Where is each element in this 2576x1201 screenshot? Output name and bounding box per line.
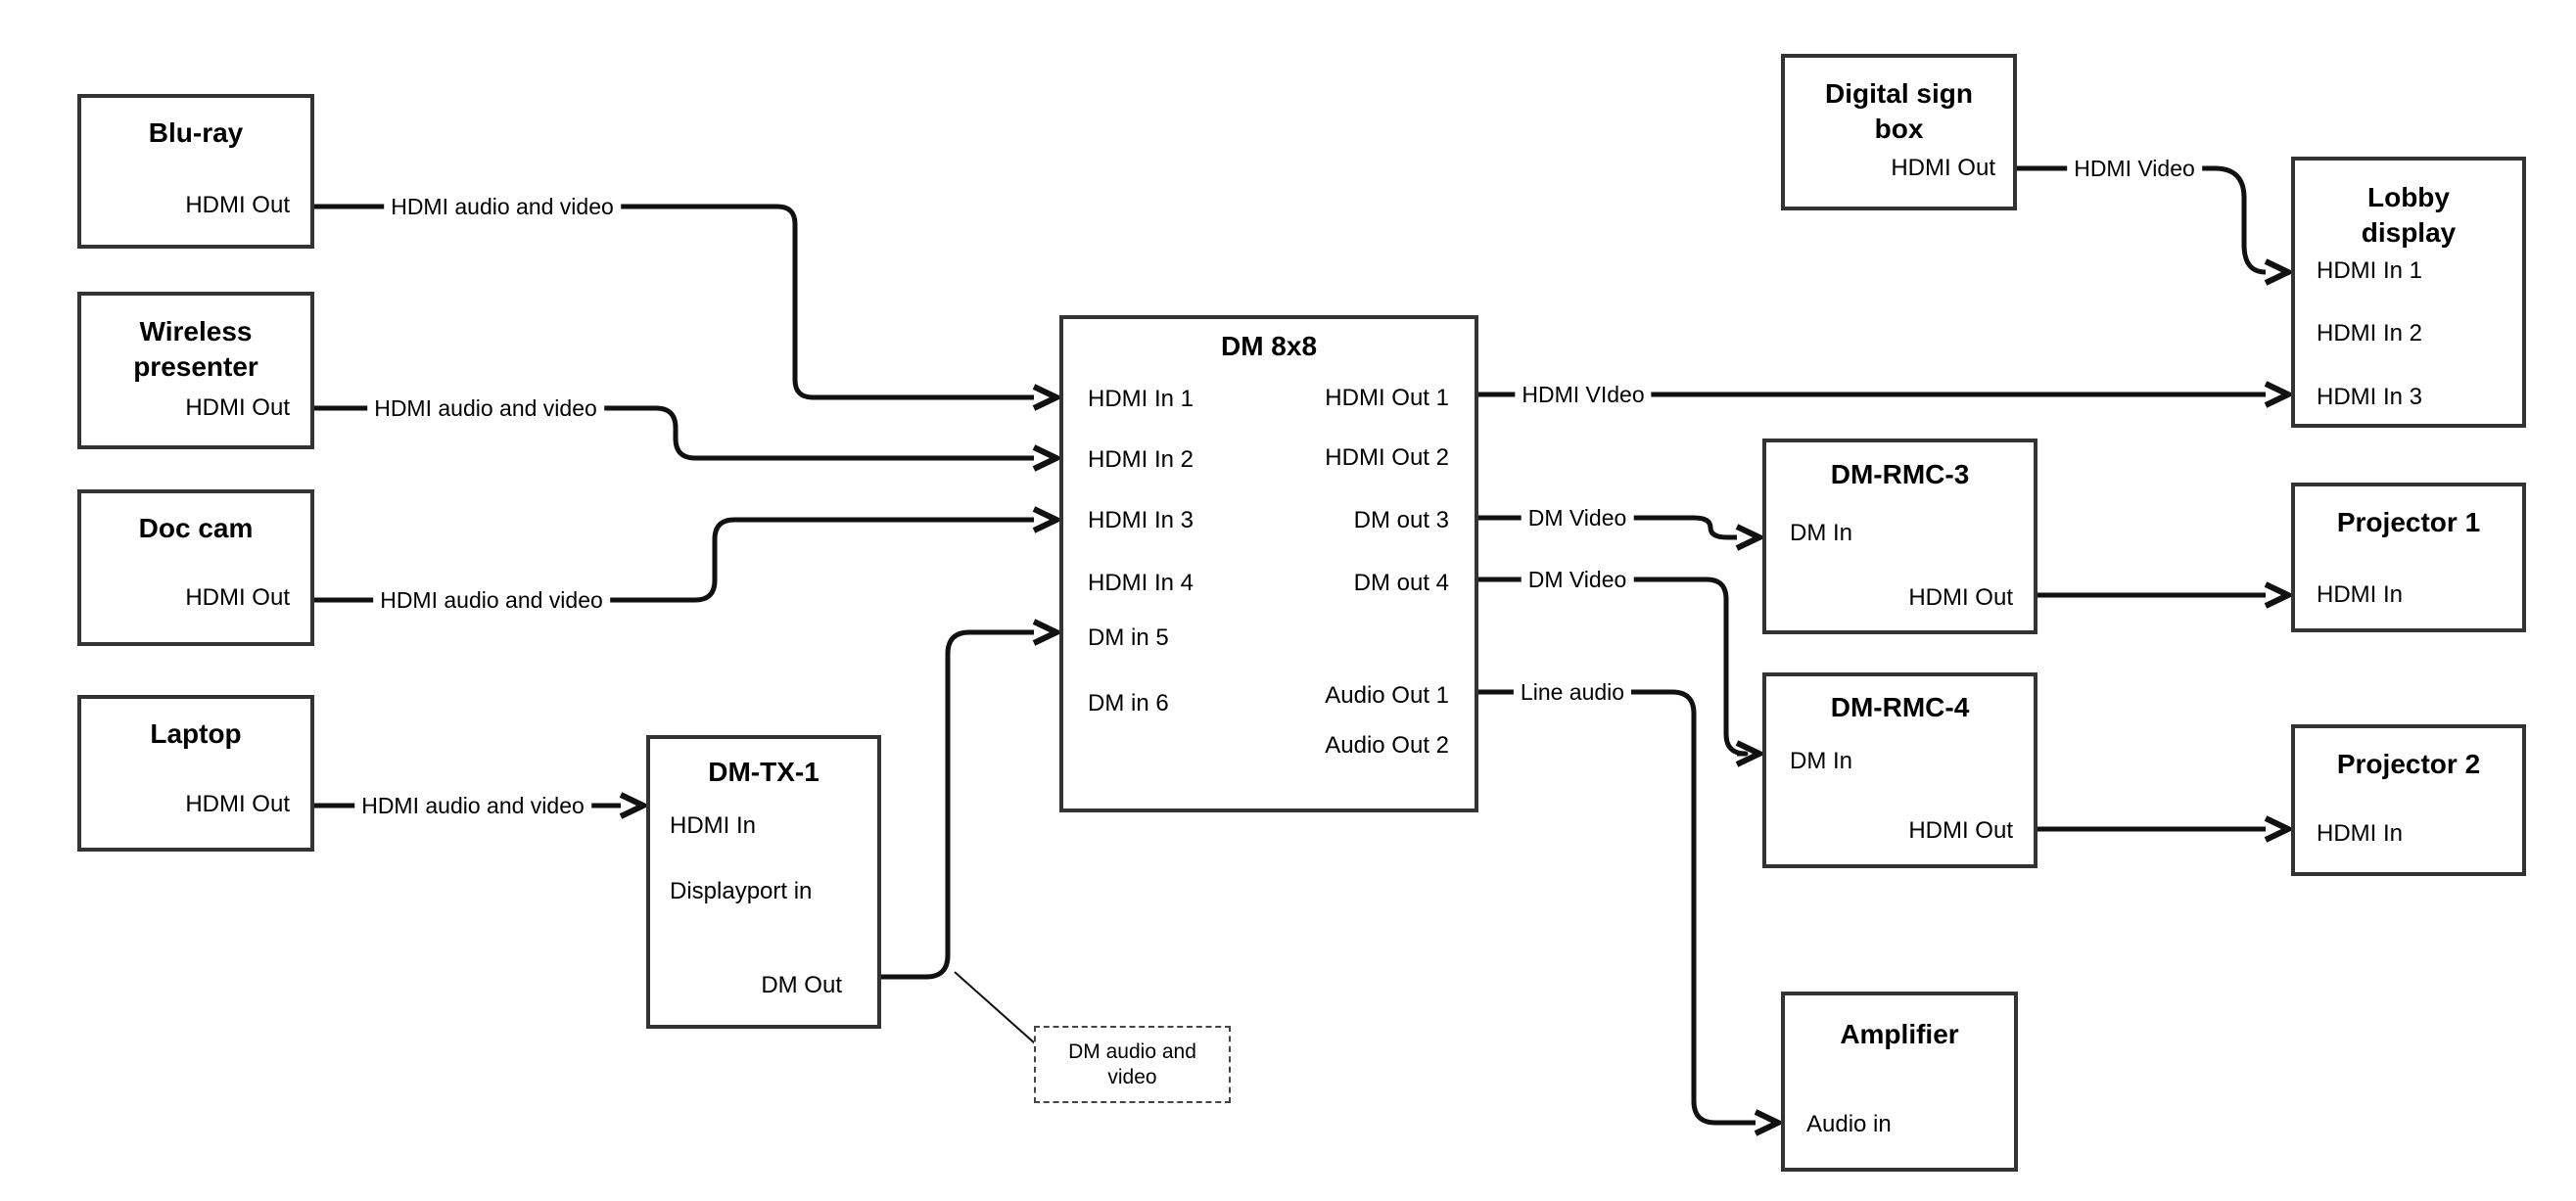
port-hdmi-in: HDMI In	[670, 812, 757, 839]
node-doc-cam: Doc cam HDMI Out	[77, 489, 314, 646]
port-hdmi-out: HDMI Out	[185, 584, 290, 611]
wire-dm8x8-out3-to-rmc3	[1478, 515, 1737, 540]
note-dm-audio-video: DM audio and video	[1034, 1026, 1231, 1103]
port-hdmi-out: HDMI Out	[185, 192, 290, 218]
port-audio-out-1: Audio Out 1	[1325, 682, 1449, 709]
port-hdmi-in-2: HDMI In 2	[2317, 320, 2423, 346]
wire-label-dm-video: DM Video	[1521, 504, 1634, 531]
node-title: DM 8x8	[1220, 331, 1318, 361]
note-callout-line	[954, 971, 1036, 1044]
wire-label-hdmi-av: HDMI audio and video	[373, 586, 610, 614]
wire-label-line-audio: Line audio	[1513, 678, 1632, 706]
arrowhead	[2264, 581, 2295, 609]
arrowhead	[1032, 384, 1063, 411]
port-dm-in: DM In	[1790, 748, 1853, 774]
port-hdmi-in: HDMI In	[2317, 581, 2404, 608]
node-title: DM-RMC-3	[1830, 459, 1970, 489]
port-dm-in-6: DM in 6	[1088, 690, 1169, 716]
node-title: DM-RMC-4	[1830, 692, 1970, 722]
port-hdmi-in-2: HDMI In 2	[1088, 446, 1194, 473]
arrowhead	[1032, 506, 1063, 533]
arrowhead	[1754, 1109, 1785, 1136]
node-dm-rmc-4: DM-RMC-4 DM In HDMI Out	[1762, 672, 2037, 868]
wire-wireless-to-dm8x8-in2	[314, 405, 1034, 461]
port-dm-out-3: DM out 3	[1353, 507, 1449, 533]
wire-doccam-to-dm8x8-in3	[314, 517, 1034, 603]
node-title: Projector 2	[2336, 749, 2481, 779]
port-hdmi-in-1: HDMI In 1	[1088, 386, 1194, 412]
arrowhead	[1735, 740, 1766, 767]
wire-label-dm-video: DM Video	[1521, 566, 1634, 593]
node-title: Wireless presenter	[133, 316, 258, 382]
wire-label-hdmi-av: HDMI audio and video	[384, 193, 621, 220]
wire-dmtx1-to-dm8x8-in5	[881, 629, 1034, 980]
wire-signbox-to-lobby-in1	[2017, 165, 2267, 275]
arrowhead	[2264, 815, 2295, 843]
wire-label-hdmi-av: HDMI audio and video	[354, 792, 591, 819]
node-title: Doc cam	[138, 513, 254, 543]
node-laptop: Laptop HDMI Out	[77, 695, 314, 852]
node-dm-tx-1: DM-TX-1 HDMI In Displayport in DM Out	[646, 735, 881, 1029]
node-dm-rmc-3: DM-RMC-3 DM In HDMI Out	[1762, 439, 2037, 634]
arrowhead	[619, 792, 650, 819]
port-dm-out-4: DM out 4	[1353, 570, 1449, 596]
port-hdmi-out: HDMI Out	[1908, 584, 2013, 611]
port-audio-out-2: Audio Out 2	[1325, 732, 1449, 759]
node-projector-1: Projector 1 HDMI In	[2291, 483, 2526, 632]
node-title: Blu-ray	[148, 117, 244, 148]
port-hdmi-out: HDMI Out	[1891, 155, 1995, 181]
node-wireless-presenter: Wireless presenter HDMI Out	[77, 292, 314, 449]
wire-label-hdmi-video: HDMI VIdeo	[1515, 381, 1652, 408]
node-digital-sign-box: Digital sign box HDMI Out	[1781, 54, 2017, 210]
node-title: Projector 1	[2336, 507, 2481, 537]
port-hdmi-in-3: HDMI In 3	[2317, 384, 2423, 410]
port-hdmi-out-1: HDMI Out 1	[1325, 385, 1449, 411]
port-dm-out: DM Out	[761, 972, 842, 998]
node-amplifier: Amplifier Audio in	[1781, 992, 2018, 1172]
wire-dm8x8-out4-to-rmc4	[1478, 577, 1749, 757]
node-title: Laptop	[150, 718, 242, 749]
arrowhead	[2264, 258, 2295, 286]
port-hdmi-in: HDMI In	[2317, 820, 2404, 847]
arrowhead	[1032, 444, 1063, 472]
port-dm-in-5: DM in 5	[1088, 624, 1169, 651]
arrowhead	[2264, 381, 2295, 408]
port-audio-in: Audio in	[1806, 1111, 1892, 1137]
port-hdmi-in-3: HDMI In 3	[1088, 507, 1194, 533]
port-hdmi-out: HDMI Out	[1908, 817, 2013, 844]
port-hdmi-out: HDMI Out	[185, 791, 290, 817]
port-displayport-in: Displayport in	[670, 878, 813, 904]
node-title: Lobby display	[2361, 182, 2457, 248]
wire-label-hdmi-video: HDMI Video	[2067, 155, 2202, 182]
node-title: DM-TX-1	[708, 757, 820, 787]
wire-label-hdmi-av: HDMI audio and video	[367, 394, 604, 422]
node-title: Digital sign box	[1825, 78, 1973, 144]
node-dm-8x8: DM 8x8 HDMI In 1 HDMI In 2 HDMI In 3 HDM…	[1059, 315, 1478, 812]
port-hdmi-out-2: HDMI Out 2	[1325, 444, 1449, 471]
arrowhead	[1735, 524, 1766, 551]
arrowhead	[1032, 619, 1063, 646]
node-title: Amplifier	[1840, 1019, 1959, 1049]
node-lobby-display: Lobby display HDMI In 1 HDMI In 2 HDMI I…	[2291, 157, 2526, 428]
node-projector-2: Projector 2 HDMI In	[2291, 724, 2526, 876]
port-hdmi-in-4: HDMI In 4	[1088, 570, 1194, 596]
wire-bluray-to-dm8x8-in1	[314, 204, 1034, 400]
node-bluray: Blu-ray HDMI Out	[77, 94, 314, 249]
wire-dm8x8-audio1-to-amplifier	[1478, 689, 1756, 1126]
port-hdmi-in-1: HDMI In 1	[2317, 257, 2423, 284]
port-dm-in: DM In	[1790, 520, 1853, 546]
port-hdmi-out: HDMI Out	[185, 394, 290, 421]
